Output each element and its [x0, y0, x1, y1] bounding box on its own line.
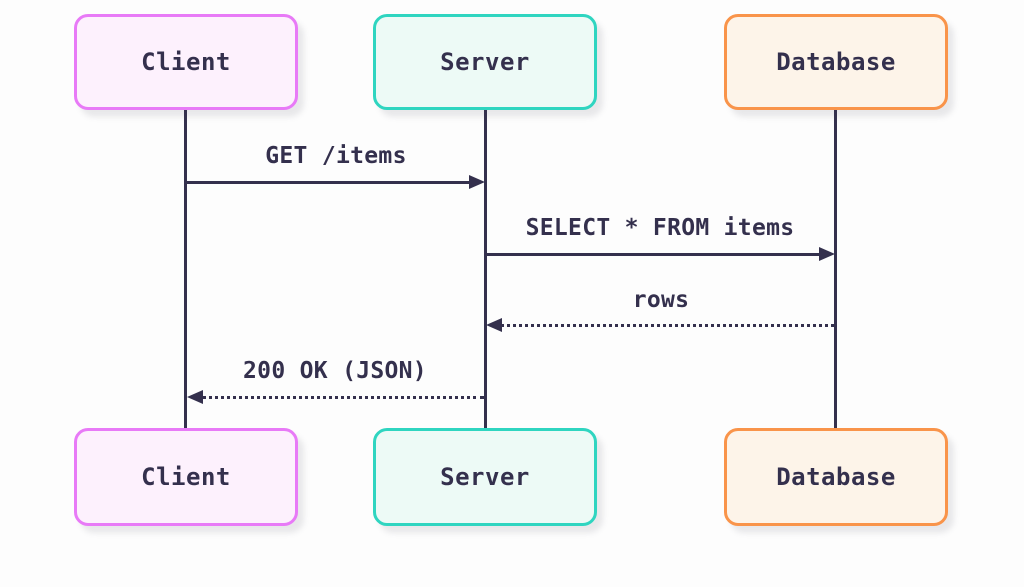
- actor-label-server-top: Server: [440, 48, 530, 76]
- lifeline-client: [184, 110, 187, 428]
- actor-box-database-top: Database: [724, 14, 948, 110]
- message-line-get-items: [186, 180, 471, 184]
- message-label-get-items: GET /items: [265, 143, 407, 169]
- actor-box-client-bottom: Client: [74, 428, 298, 526]
- actor-label-client-top: Client: [141, 48, 231, 76]
- lifeline-server: [484, 110, 487, 428]
- arrowhead-right-icon: [819, 247, 835, 261]
- message-line-200-ok: [202, 395, 484, 399]
- actor-label-database-top: Database: [776, 48, 896, 76]
- message-line-rows: [501, 323, 834, 327]
- message-line-select-items: [486, 252, 820, 256]
- actor-label-server-bottom: Server: [440, 463, 530, 491]
- actor-box-client-top: Client: [74, 14, 298, 110]
- arrowhead-right-icon: [469, 175, 485, 189]
- actor-label-database-bottom: Database: [776, 463, 896, 491]
- message-label-200-ok: 200 OK (JSON): [243, 358, 427, 384]
- actor-box-server-top: Server: [373, 14, 597, 110]
- actor-box-database-bottom: Database: [724, 428, 948, 526]
- actor-box-server-bottom: Server: [373, 428, 597, 526]
- message-label-select-items: SELECT * FROM items: [525, 215, 795, 241]
- actor-label-client-bottom: Client: [141, 463, 231, 491]
- message-label-rows: rows: [632, 287, 690, 313]
- arrowhead-left-icon: [486, 318, 502, 332]
- arrowhead-left-icon: [187, 390, 203, 404]
- lifeline-database: [834, 110, 837, 428]
